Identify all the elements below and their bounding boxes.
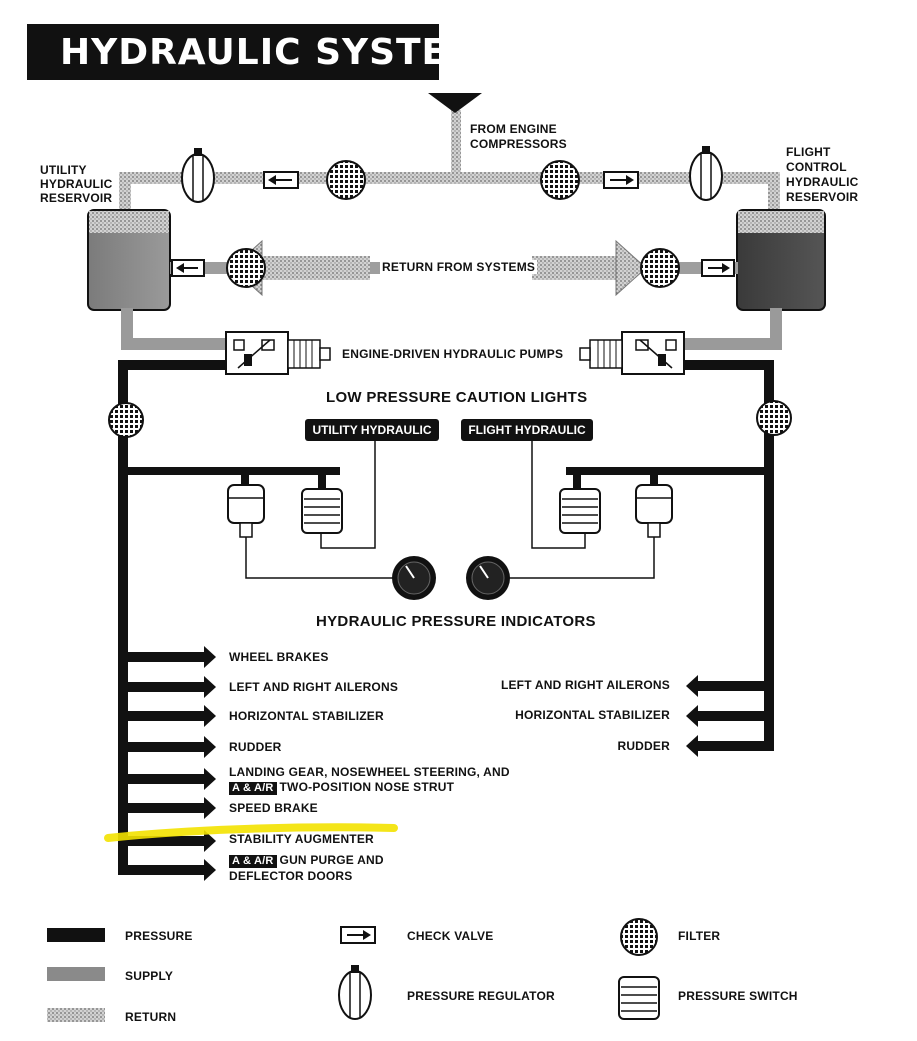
pressure-regulator-icon [181,148,215,203]
page-title: HYDRAULIC SYSTEMS [60,32,511,73]
filter-icon [326,160,366,200]
flight-output-arrows [686,675,774,757]
pressure-switch-icon [559,488,601,534]
output-stabilizer-left: HORIZONTAL STABILIZER [229,709,384,723]
output-landing-gear: LANDING GEAR, NOSEWHEEL STEERING, AND [229,765,510,779]
filter-icon [756,400,792,436]
legend-return-label: RETURN [125,1010,177,1024]
utility-reservoir-label-3: RESERVOIR [40,191,113,205]
pressure-switch-icon [618,976,660,1020]
filter-icon [620,918,658,956]
pumps-label: ENGINE-DRIVEN HYDRAULIC PUMPS [342,347,564,361]
legend-return-swatch [47,1008,105,1022]
output-ailerons-left: LEFT AND RIGHT AILERONS [229,680,399,694]
pressure-transmitter-right [635,484,673,538]
output-stabilizer-right: HORIZONTAL STABILIZER [515,708,670,722]
flight-control-reservoir [736,209,826,311]
variant-badge: A & A/R [229,855,277,868]
return-label: RETURN FROM SYSTEMS [380,260,538,274]
filter-icon [540,160,580,200]
check-valve-icon [263,171,299,189]
pressure-lines [118,360,774,875]
utility-hydraulic-lamp: UTILITY HYDRAULIC [305,419,439,441]
check-valve-icon [171,259,205,277]
pressure-transmitter-left [227,484,265,538]
flight-hydraulic-lamp: FLIGHT HYDRAULIC [461,419,593,441]
legend-check-valve-label: CHECK VALVE [407,929,494,943]
pressure-regulator-icon [338,965,372,1020]
utility-reservoir [87,209,171,311]
flight-reservoir-label-2: CONTROL [786,160,847,174]
flight-reservoir-label-4: RESERVOIR [786,190,859,204]
nose-strut-label: TWO-POSITION NOSE STRUT [279,780,455,794]
output-wheel-brakes: WHEEL BRAKES [229,650,329,664]
legend-filter-label: FILTER [678,929,721,943]
output-deflector-doors: DEFLECTOR DOORS [229,869,353,883]
flight-reservoir-label-3: HYDRAULIC [786,175,859,189]
legend-supply-label: SUPPLY [125,969,174,983]
supply-lines [121,308,782,350]
check-valve-icon [701,259,735,277]
pump-left [225,331,331,375]
pressure-gauge-icon [466,556,510,600]
output-rudder-left: RUDDER [229,740,282,754]
legend-switch-label: PRESSURE SWITCH [678,989,798,1003]
legend-regulator-label: PRESSURE REGULATOR [407,989,555,1003]
utility-reservoir-label-2: HYDRAULIC [40,177,113,191]
legend-pressure-label: PRESSURE [125,929,193,943]
title-bar [27,24,439,80]
variant-badge: A & A/R [229,782,277,795]
pump-right [579,331,685,375]
engine-arrow-icon [428,93,482,113]
output-stability-augmenter: STABILITY AUGMENTER [229,832,374,846]
output-rudder-right: RUDDER [617,739,670,753]
gun-purge-label: GUN PURGE AND [279,853,384,867]
wiring [245,440,655,579]
utility-reservoir-label: UTILITY [40,163,87,177]
filter-icon [108,402,144,438]
air-supply-lines [119,110,780,212]
utility-output-arrows [118,646,216,881]
legend-supply-swatch [47,967,105,981]
check-valve-icon [603,171,639,189]
flight-reservoir-label: FLIGHT [786,145,831,159]
pressure-regulator-icon [689,146,723,201]
pressure-indicators-title: HYDRAULIC PRESSURE INDICATORS [316,613,596,630]
output-speed-brake: SPEED BRAKE [229,801,318,815]
filter-icon [640,248,680,288]
highlight-mark [104,823,398,842]
output-ailerons-right: LEFT AND RIGHT AILERONS [500,678,670,692]
legend-pressure-swatch [47,928,105,942]
check-valve-icon [340,926,376,944]
pressure-gauge-icon [392,556,436,600]
from-engine-label-2: COMPRESSORS [470,137,567,151]
from-engine-label: FROM ENGINE [470,122,557,136]
caution-lights-title: LOW PRESSURE CAUTION LIGHTS [326,389,588,406]
pressure-switch-icon [301,488,343,534]
filter-icon [226,248,266,288]
